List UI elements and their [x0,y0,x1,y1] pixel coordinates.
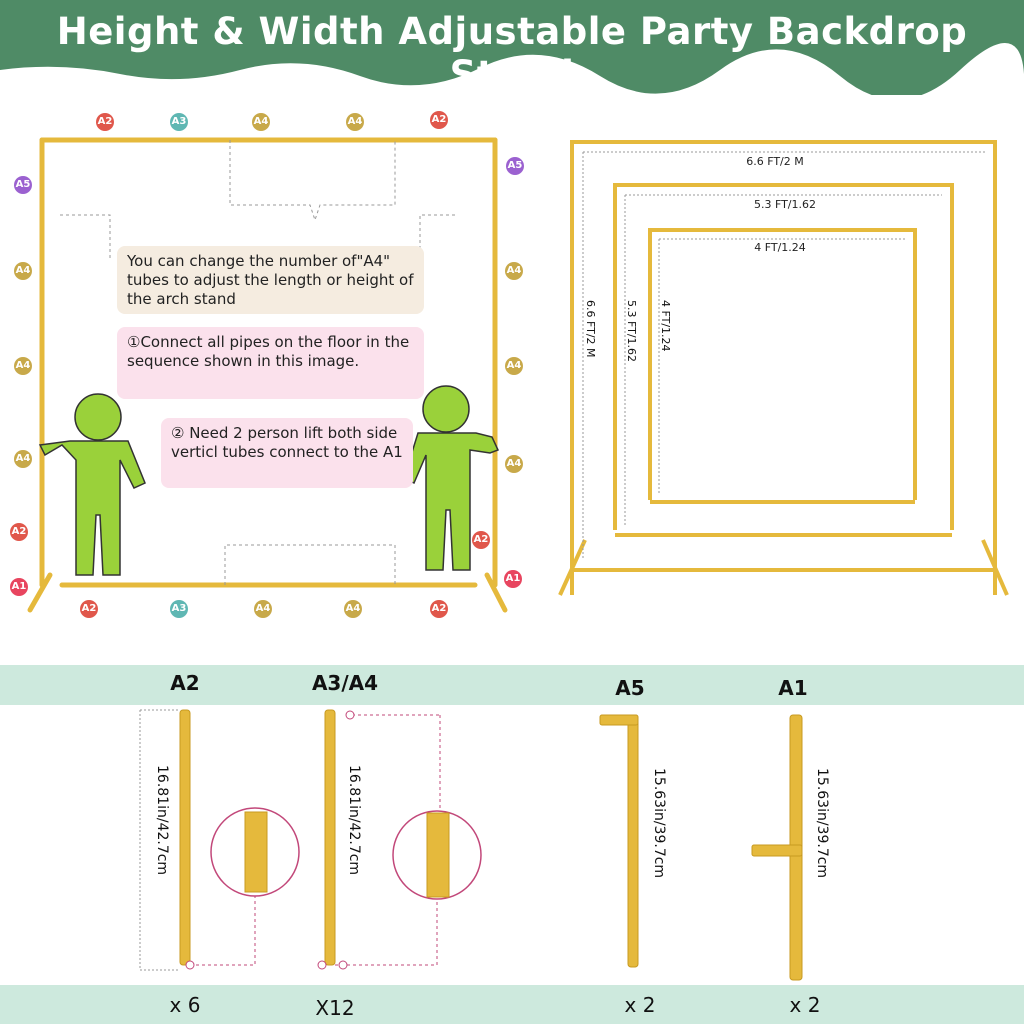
note-step-2: ② Need 2 person lift both side verticl t… [161,418,413,488]
left-foot [27,572,53,613]
badge-top-4: A4 [346,113,364,131]
length-label-a2: 16.81in/42.7cm [154,765,170,876]
tube-a2 [179,709,191,966]
tube-a5 [627,716,639,968]
badge-right-6: A1 [504,570,522,588]
part-label-a3-a4: A3/A4 [311,671,379,695]
qty-a5: x 2 [624,993,656,1017]
badge-right-4: A4 [505,455,523,473]
badge-top-5: A2 [430,111,448,129]
part-label-a5: A5 [615,676,645,700]
person-left-icon [38,393,146,576]
note-step-1: ①Connect all pipes on the floor in the s… [117,327,424,399]
badge-bottom-4: A4 [344,600,362,618]
part-label-a1: A1 [778,676,808,700]
tube-a3-a4 [324,709,336,966]
width-label-medium: 5.3 FT/1.62 [753,198,817,211]
width-label-large: 6.6 FT/2 M [746,155,804,168]
badge-left-6: A1 [10,578,28,596]
header-banner [0,0,1024,95]
badge-top-3: A4 [252,113,270,131]
page-title: Height & Width Adjustable Party Backdrop… [56,10,968,96]
length-label-a1: 15.63in/39.7cm [814,768,830,879]
parts-footer-band [0,985,1024,1024]
badge-right-3: A4 [505,357,523,375]
torn-edge [0,43,1024,95]
assembly-diagram [27,137,508,613]
length-label-a3-a4: 16.81in/42.7cm [346,765,362,876]
badge-top-1: A2 [96,113,114,131]
part-label-a2: A2 [170,671,200,695]
qty-a2: x 6 [169,993,201,1017]
size-diagram [558,140,1009,596]
note-adjust: You can change the number of"A4" tubes t… [117,246,424,314]
badge-left-2: A4 [14,262,32,280]
badge-bottom-5: A2 [430,600,448,618]
person-right-icon [403,385,500,571]
badge-right-1: A5 [506,157,524,175]
parts-header-band [0,665,1024,705]
badge-bottom-3: A4 [254,600,272,618]
badge-left-5: A2 [10,523,28,541]
qty-a3-a4: X12 [315,996,355,1020]
badge-top-2: A3 [170,113,188,131]
right-foot [484,572,508,613]
badge-right-5: A2 [472,531,490,549]
badge-left-4: A4 [14,450,32,468]
badge-left-1: A5 [14,176,32,194]
badge-bottom-2: A3 [170,600,188,618]
qty-a1: x 2 [789,993,821,1017]
height-label-medium: 5.3 FT/1.62 [625,300,638,363]
length-label-a5: 15.63in/39.7cm [651,768,667,879]
badge-bottom-1: A2 [80,600,98,618]
width-label-small: 4 FT/1.24 [754,241,806,254]
badge-right-2: A4 [505,262,523,280]
parts-diagram [139,709,803,981]
badge-left-3: A4 [14,357,32,375]
height-label-small: 4 FT/1.24 [659,300,672,352]
height-label-large: 6.6 FT/2 M [584,300,597,358]
